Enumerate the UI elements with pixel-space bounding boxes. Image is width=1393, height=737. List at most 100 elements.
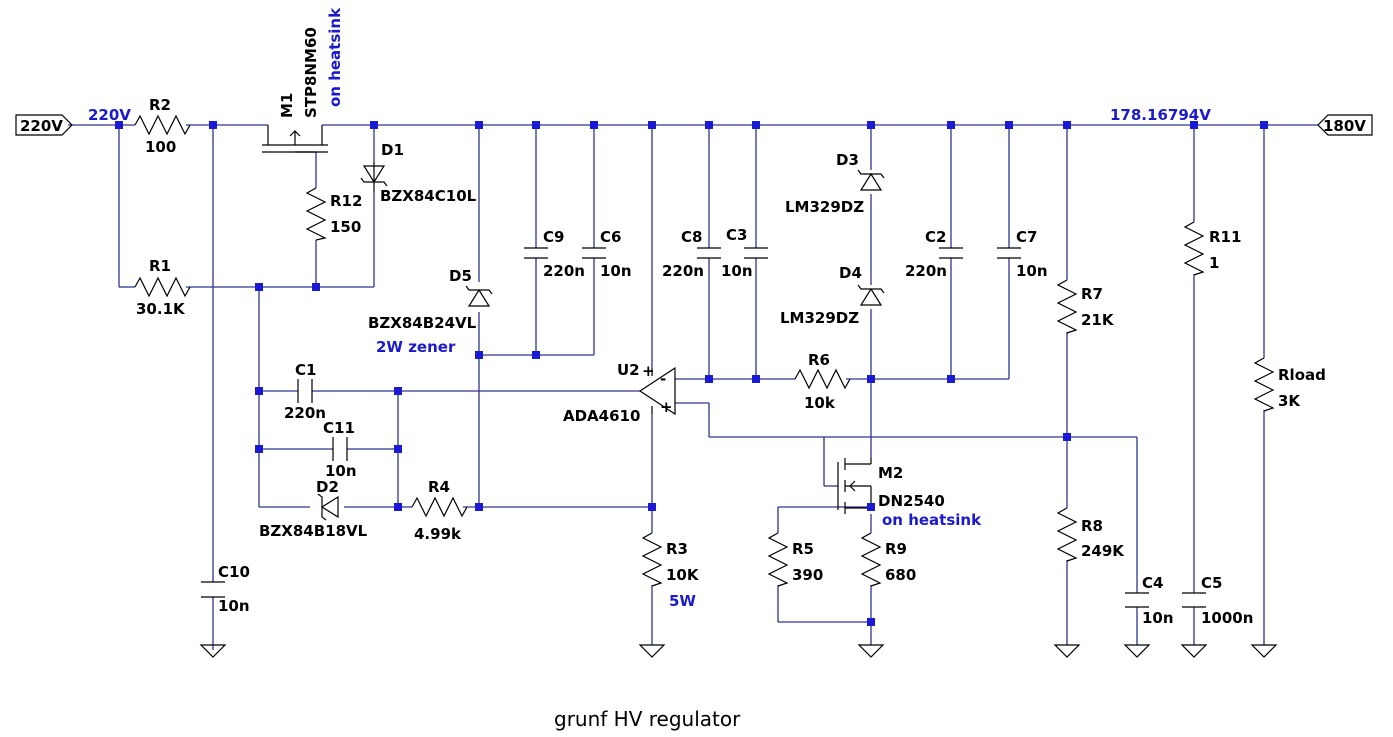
c1-ref: C1	[295, 361, 316, 379]
port-output: 180V	[1317, 114, 1373, 136]
schematic-title: grunf HV regulator	[554, 707, 741, 731]
rload-ref: Rload	[1278, 366, 1326, 384]
resistor-r12	[305, 187, 327, 241]
capacitor-c5	[1182, 592, 1206, 608]
port-input-label: 220V	[20, 117, 63, 135]
zener-diode-d5	[465, 285, 493, 307]
resistor-r11	[1183, 221, 1205, 276]
r9-value: 680	[885, 566, 916, 584]
wires	[68, 124, 1318, 650]
r4-value: 4.99k	[414, 525, 462, 543]
c11-ref: C11	[323, 419, 355, 437]
capacitor-c8	[697, 247, 721, 259]
d4-ref: D4	[839, 264, 862, 282]
r11-ref: R11	[1209, 228, 1241, 246]
resistor-r9	[860, 532, 882, 587]
opamp-minus-mark: -	[660, 370, 666, 388]
capacitor-c9	[524, 247, 548, 259]
resistor-r8	[1056, 507, 1078, 562]
c5-value: 1000n	[1201, 609, 1253, 627]
c8-value: 220n	[662, 262, 704, 280]
port-output-label: 180V	[1323, 117, 1366, 135]
c1-value: 220n	[284, 404, 326, 422]
r6-value: 10k	[804, 394, 836, 412]
c7-value: 10n	[1016, 262, 1048, 280]
r2-ref: R2	[149, 96, 171, 114]
c2-ref: C2	[925, 228, 946, 246]
r12-value: 150	[330, 218, 361, 236]
r3-power-note: 5W	[669, 592, 696, 610]
capacitor-c6	[582, 247, 606, 259]
capacitor-c10	[201, 581, 225, 598]
c4-ref: C4	[1142, 574, 1163, 592]
r8-ref: R8	[1081, 517, 1103, 535]
opamp-plus-mark: +	[660, 398, 673, 416]
resistor-rload	[1253, 357, 1275, 412]
rload-value: 3K	[1278, 392, 1301, 410]
c8-ref: C8	[681, 228, 702, 246]
c10-ref: C10	[218, 563, 250, 581]
capacitor-c4	[1125, 592, 1149, 608]
capacitor-c7	[997, 247, 1021, 259]
r5-ref: R5	[792, 540, 814, 558]
mosfet-m1	[262, 125, 328, 153]
zener-diode-d3	[857, 169, 885, 191]
d1-value: BZX84C10L	[380, 187, 477, 205]
resistor-r4	[411, 496, 468, 518]
r4-ref: R4	[428, 478, 450, 496]
resistor-r3	[641, 532, 663, 587]
m1-ref: M1	[278, 93, 296, 118]
c2-value: 220n	[905, 262, 947, 280]
r1-ref: R1	[149, 257, 171, 275]
resistor-r5	[767, 532, 789, 587]
capacitor-c1	[297, 379, 313, 403]
net-label-220v: 220V	[88, 106, 131, 124]
capacitor-c3	[744, 247, 768, 259]
d5-power-note: 2W zener	[376, 338, 456, 356]
m1-heatsink-note: on heatsink	[326, 7, 344, 107]
d2-ref: D2	[316, 478, 339, 496]
zener-diode-d2	[317, 493, 339, 521]
capacitor-c2	[939, 247, 963, 259]
r3-ref: R3	[666, 540, 688, 558]
r6-ref: R6	[808, 351, 830, 369]
r8-value: 249K	[1081, 542, 1125, 560]
m1-value: STP8NM60	[302, 27, 320, 118]
r11-value: 1	[1209, 254, 1219, 272]
resistor-r2	[134, 114, 191, 136]
d5-ref: D5	[449, 267, 472, 285]
u2-ref: U2	[617, 361, 640, 379]
r1-value: 30.1K	[136, 300, 186, 318]
r7-value: 21K	[1081, 311, 1115, 329]
m2-heatsink-note: on heatsink	[882, 511, 982, 529]
c11-value: 10n	[325, 462, 357, 480]
d2-value: BZX84B18VL	[259, 522, 368, 540]
capacitor-c11	[332, 437, 348, 461]
junction-dots	[115, 121, 1268, 626]
port-input: 220V	[15, 114, 73, 136]
opamp-supply-mark: +	[642, 362, 655, 380]
zener-diode-d4	[857, 284, 885, 306]
m2-value: DN2540	[878, 492, 945, 510]
m2-ref: M2	[878, 464, 903, 482]
d3-ref: D3	[836, 151, 859, 169]
r5-value: 390	[792, 566, 823, 584]
d1-ref: D1	[381, 141, 404, 159]
c10-value: 10n	[218, 597, 250, 615]
r7-ref: R7	[1081, 285, 1103, 303]
r3-value: 10K	[666, 566, 700, 584]
c6-value: 10n	[600, 262, 632, 280]
zener-diode-d1	[360, 162, 388, 192]
resistor-r6	[794, 368, 851, 390]
c6-ref: C6	[600, 228, 621, 246]
c9-value: 220n	[543, 262, 585, 280]
r12-ref: R12	[330, 192, 362, 210]
c5-ref: C5	[1201, 574, 1222, 592]
resistor-r1	[134, 276, 191, 298]
net-label-output-voltage: 178.16794V	[1110, 106, 1211, 124]
ground-symbols	[199, 644, 1278, 658]
c3-ref: C3	[726, 226, 747, 244]
r2-value: 100	[145, 138, 176, 156]
c4-value: 10n	[1142, 609, 1174, 627]
